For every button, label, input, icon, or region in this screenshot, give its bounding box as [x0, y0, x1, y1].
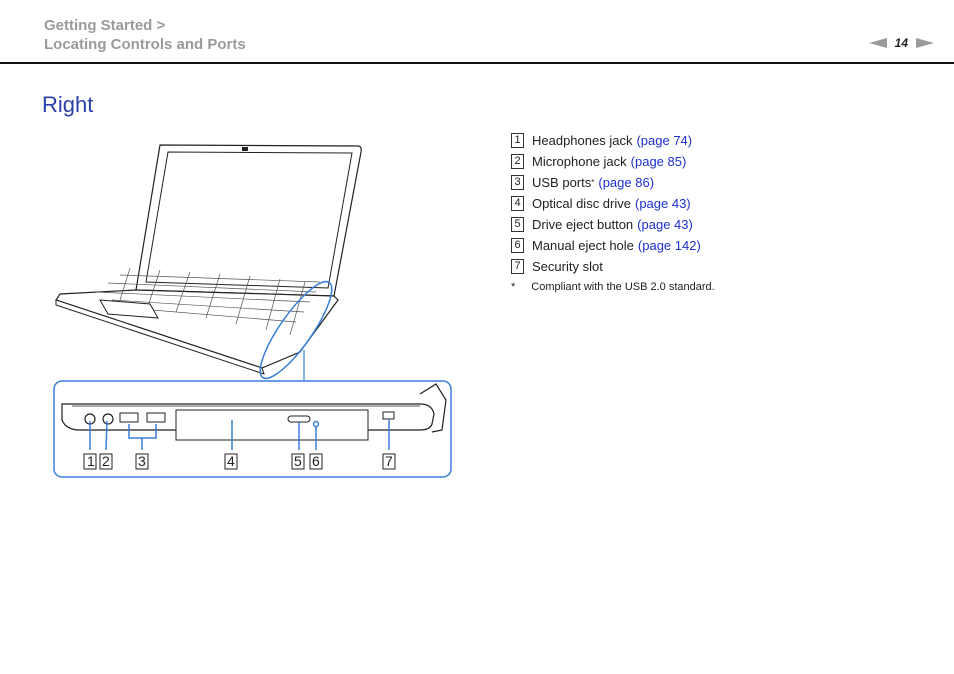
page-link[interactable]: (page 85) — [630, 154, 687, 169]
page-number: 14 — [894, 36, 908, 50]
callout-label: Drive eject button — [532, 217, 634, 232]
breadcrumb-current: Locating Controls and Ports — [44, 36, 246, 53]
list-item: 3 USB ports* (page 86) — [511, 172, 715, 193]
footnote-mark: * — [511, 281, 516, 293]
page-link[interactable]: (page 142) — [637, 238, 701, 253]
page-navigation: 14 — [868, 36, 934, 50]
list-item: 6 Manual eject hole (page 142) — [511, 235, 715, 256]
list-item: 4 Optical disc drive (page 43) — [511, 193, 715, 214]
callout-number-4: 4 — [227, 453, 235, 469]
breadcrumb-parent[interactable]: Getting Started > — [44, 17, 166, 34]
callout-box: 4 — [511, 196, 524, 211]
callout-box: 7 — [511, 259, 524, 274]
next-page-arrow-icon[interactable] — [916, 38, 934, 48]
callout-box: 6 — [511, 238, 524, 253]
callout-label: Optical disc drive — [532, 196, 631, 211]
section-title: Right — [42, 92, 94, 117]
list-item: 7 Security slot — [511, 256, 715, 277]
page-link[interactable]: (page 86) — [598, 175, 655, 190]
list-item: 5 Drive eject button (page 43) — [511, 214, 715, 235]
breadcrumb: Getting Started > Locating Controls and … — [44, 16, 246, 54]
callout-box: 1 — [511, 133, 524, 148]
page-link[interactable]: (page 74) — [636, 133, 693, 148]
callout-label: Headphones jack — [532, 133, 633, 148]
callout-label: Microphone jack — [532, 154, 627, 169]
footnote-marker: * — [591, 178, 595, 187]
callout-label: USB ports — [532, 175, 592, 190]
list-item: 2 Microphone jack (page 85) — [511, 151, 715, 172]
callout-number-7: 7 — [385, 453, 393, 469]
callout-label: Security slot — [532, 259, 603, 274]
footnote-text: Compliant with the USB 2.0 standard. — [531, 281, 715, 293]
callout-box: 3 — [511, 175, 524, 190]
callout-list: 1 Headphones jack (page 74) 2 Microphone… — [511, 130, 715, 293]
page-link[interactable]: (page 43) — [634, 196, 691, 211]
callout-number-2: 2 — [102, 453, 110, 469]
callout-number-3: 3 — [138, 453, 146, 469]
callout-box: 5 — [511, 217, 524, 232]
footnote: * Compliant with the USB 2.0 standard. — [511, 281, 715, 293]
callout-number-6: 6 — [312, 453, 320, 469]
header-divider — [0, 62, 954, 64]
list-item: 1 Headphones jack (page 74) — [511, 130, 715, 151]
callout-label: Manual eject hole — [532, 238, 634, 253]
previous-page-arrow-icon[interactable] — [868, 38, 887, 48]
page-link[interactable]: (page 43) — [637, 217, 693, 232]
callout-box: 2 — [511, 154, 524, 169]
callout-number-5: 5 — [294, 453, 302, 469]
callout-number-1: 1 — [87, 453, 95, 469]
